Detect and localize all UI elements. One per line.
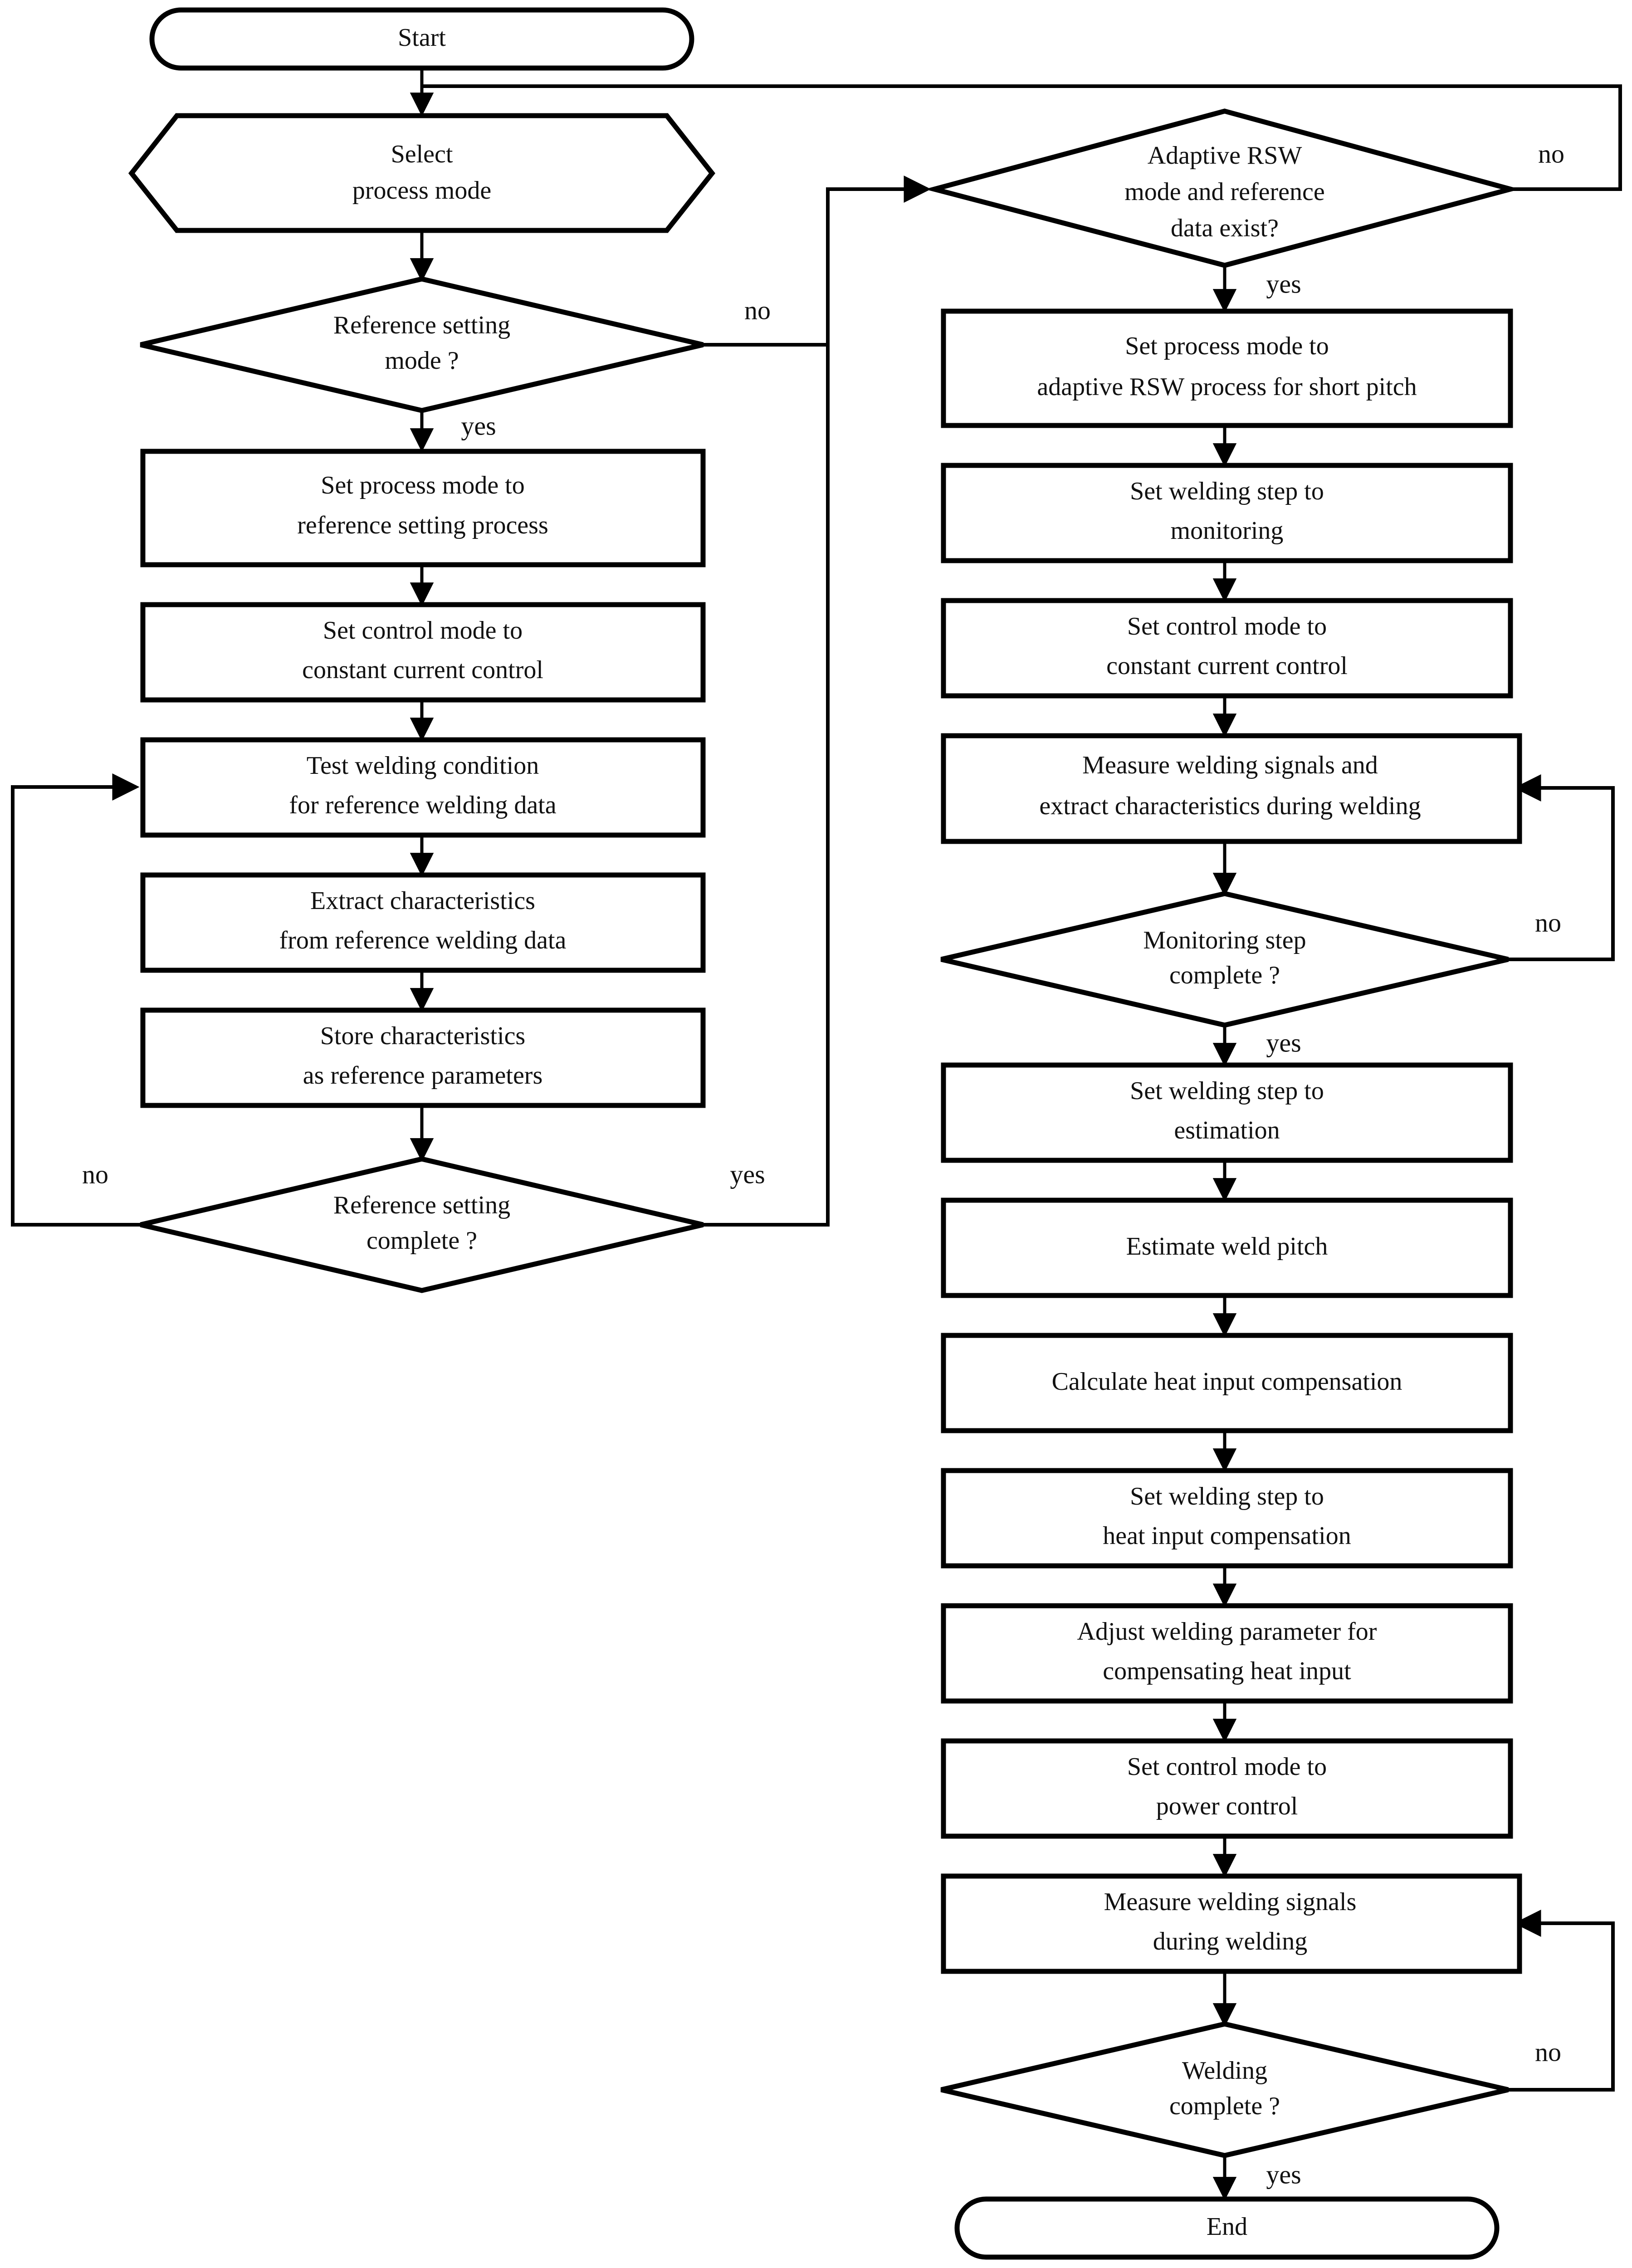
node-select-line1: Select <box>391 140 453 168</box>
node-set-process-mode-reference[interactable]: Set process mode to reference setting pr… <box>140 449 706 567</box>
edge-label-layer: no yes no yes no yes no yes no yes <box>82 139 1564 2189</box>
node-setheat-line1: Set welding step to <box>1130 1482 1324 1510</box>
node-select-process-mode[interactable]: Select process mode <box>128 113 716 233</box>
node-setprocadaptive-line1: Set process mode to <box>1125 332 1329 360</box>
node-test-welding-condition[interactable]: Test welding condition for reference wel… <box>140 737 706 838</box>
edge-refmode-no <box>703 176 931 347</box>
node-measureextract-line1: Measure welding signals and <box>1082 751 1378 779</box>
node-weldcomplete-line2: complete ? <box>1169 2092 1280 2120</box>
edge-layer <box>11 67 1622 2201</box>
node-setctrlleft-line1: Set control mode to <box>323 616 523 645</box>
node-setctrlright-line2: constant current control <box>1106 652 1348 680</box>
node-calc-line1: Calculate heat input compensation <box>1052 1368 1402 1396</box>
node-set-welding-step-monitoring[interactable]: Set welding step to monitoring <box>941 463 1513 563</box>
node-adaptive-rsw-check[interactable]: Adaptive RSW mode and reference data exi… <box>924 108 1520 268</box>
label-monstep-no: no <box>1535 908 1561 937</box>
node-select-line2: process mode <box>352 176 491 205</box>
node-measure-extract[interactable]: Measure welding signals and extract char… <box>941 733 1522 844</box>
node-refcomplete-line1: Reference setting <box>333 1191 510 1219</box>
node-start-label: Start <box>398 24 446 52</box>
node-set-welding-step-estimation[interactable]: Set welding step to estimation <box>941 1062 1513 1163</box>
node-setctrlright-line1: Set control mode to <box>1127 612 1327 640</box>
node-set-process-mode-adaptive[interactable]: Set process mode to adaptive RSW process… <box>941 308 1513 428</box>
node-set-control-mode-cc-right[interactable]: Set control mode to constant current con… <box>941 598 1513 699</box>
node-reference-setting-mode[interactable]: Reference setting mode ? <box>140 276 704 413</box>
node-measure-welding-signals[interactable]: Measure welding signals during welding <box>941 1873 1522 1974</box>
node-refcomplete-line2: complete ? <box>366 1227 477 1255</box>
label-refmode-yes: yes <box>461 411 496 440</box>
node-setprocref-line2: reference setting process <box>297 511 548 539</box>
node-adaptive-line3: data exist? <box>1171 214 1279 242</box>
node-welding-complete[interactable]: Welding complete ? <box>940 2021 1509 2158</box>
node-store-line2: as reference parameters <box>303 1061 543 1090</box>
edge-adaptive-no-return <box>422 84 1622 191</box>
node-extract-line1: Extract characteristics <box>310 887 535 915</box>
node-pitch-line1: Estimate weld pitch <box>1126 1232 1328 1261</box>
node-monitoring-line2: monitoring <box>1171 517 1284 545</box>
node-estimation-line2: estimation <box>1174 1116 1280 1144</box>
node-start[interactable]: Start <box>149 7 694 71</box>
node-layer: Start Select process mode Reference sett… <box>128 7 1522 2260</box>
node-calculate-heat-input[interactable]: Calculate heat input compensation <box>941 1333 1513 1433</box>
node-weldcomplete-line1: Welding <box>1182 2057 1267 2085</box>
node-end[interactable]: End <box>954 2196 1500 2260</box>
label-refmode-no: no <box>744 295 771 325</box>
node-set-control-mode-power[interactable]: Set control mode to power control <box>941 1738 1513 1839</box>
node-adjust-line1: Adjust welding parameter for <box>1077 1618 1377 1646</box>
node-adaptive-line2: mode and reference <box>1124 178 1325 206</box>
edge-refcomplete-yes <box>703 345 830 1227</box>
node-monstep-line2: complete ? <box>1169 961 1280 989</box>
node-test-line1: Test welding condition <box>307 752 539 780</box>
node-set-control-mode-cc-left[interactable]: Set control mode to constant current con… <box>140 602 706 703</box>
node-power-line1: Set control mode to <box>1127 1753 1327 1781</box>
node-estimation-line1: Set welding step to <box>1130 1077 1324 1105</box>
edge-monstep-no <box>1508 774 1615 961</box>
node-setprocadaptive-line2: adaptive RSW process for short pitch <box>1037 373 1417 401</box>
node-monitoring-line1: Set welding step to <box>1130 477 1324 505</box>
node-measure2-line1: Measure welding signals <box>1104 1888 1357 1916</box>
node-end-label: End <box>1207 2213 1247 2241</box>
label-refcomplete-no: no <box>82 1159 108 1189</box>
node-monstep-line1: Monitoring step <box>1143 926 1306 954</box>
node-adaptive-line1: Adaptive RSW <box>1148 142 1302 170</box>
node-setctrlleft-line2: constant current control <box>302 656 543 684</box>
node-adjust-line2: compensating heat input <box>1103 1657 1351 1685</box>
node-store-characteristics[interactable]: Store characteristics as reference param… <box>140 1007 706 1108</box>
node-adjust-welding-parameter[interactable]: Adjust welding parameter for compensatin… <box>941 1603 1513 1704</box>
node-store-line1: Store characteristics <box>320 1022 525 1050</box>
node-refmode-line2: mode ? <box>385 347 459 375</box>
node-setprocref-line1: Set process mode to <box>321 471 524 499</box>
edge-weldcomplete-no <box>1508 1910 1615 2092</box>
node-monitoring-step-complete[interactable]: Monitoring step complete ? <box>940 891 1509 1028</box>
label-adaptive-no: no <box>1538 139 1564 168</box>
node-measure2-line2: during welding <box>1153 1927 1308 1955</box>
label-monstep-yes: yes <box>1266 1028 1301 1057</box>
label-weldcomplete-no: no <box>1535 2037 1561 2067</box>
node-extract-line2: from reference welding data <box>279 926 567 954</box>
node-set-welding-step-heat[interactable]: Set welding step to heat input compensat… <box>941 1468 1513 1569</box>
edge-refcomplete-no <box>11 773 141 1227</box>
node-setheat-line2: heat input compensation <box>1103 1522 1351 1550</box>
node-reference-setting-complete[interactable]: Reference setting complete ? <box>140 1156 704 1293</box>
label-adaptive-yes: yes <box>1266 269 1301 298</box>
node-extract-characteristics[interactable]: Extract characteristics from reference w… <box>140 872 706 973</box>
node-test-line2: for reference welding data <box>289 791 556 819</box>
node-estimate-weld-pitch[interactable]: Estimate weld pitch <box>941 1198 1513 1298</box>
node-power-line2: power control <box>1156 1792 1298 1820</box>
node-refmode-line1: Reference setting <box>333 311 510 339</box>
label-weldcomplete-yes: yes <box>1266 2160 1301 2189</box>
label-refcomplete-yes: yes <box>730 1159 765 1189</box>
node-measureextract-line2: extract characteristics during welding <box>1039 792 1421 820</box>
